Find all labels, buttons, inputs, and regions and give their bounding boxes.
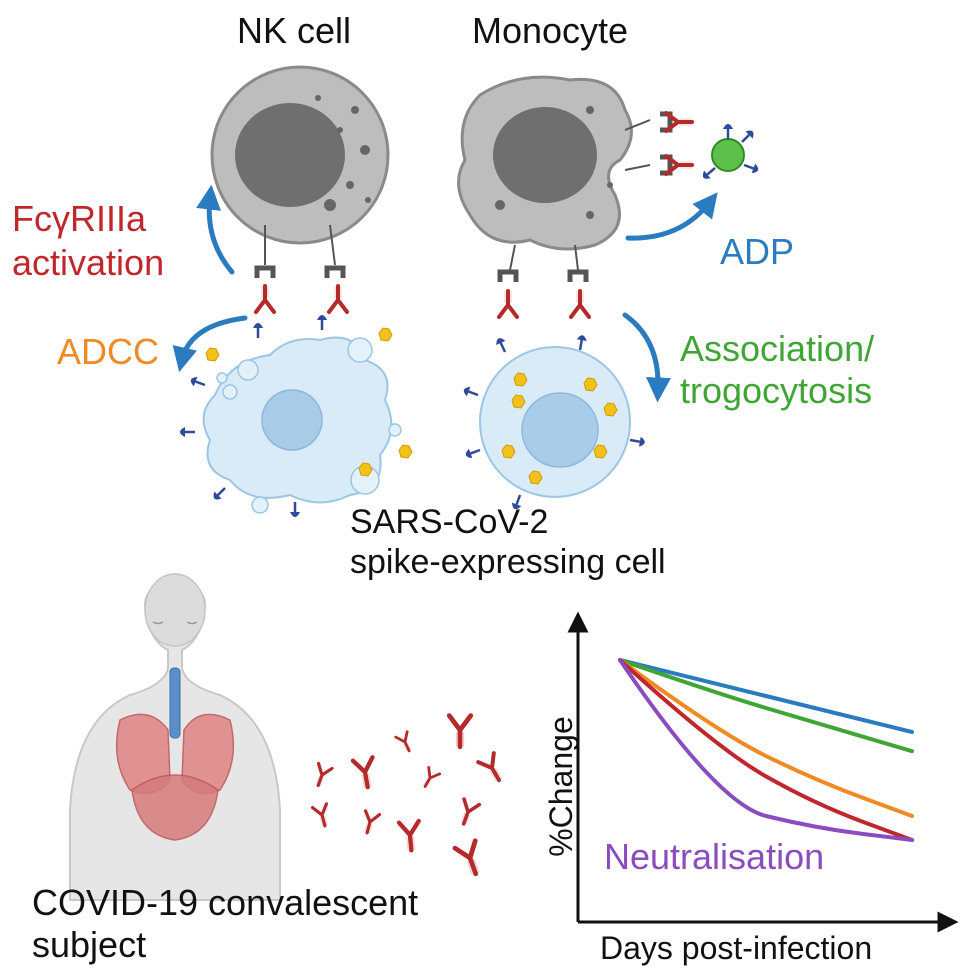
nk-cell-label: NK cell — [237, 10, 352, 51]
monocyte — [457, 75, 633, 251]
y-axis-label: %Change — [543, 716, 580, 857]
free-antibodies — [309, 716, 509, 878]
fcgr-label-line1: FcγRIIIa — [12, 198, 147, 239]
series-line-5 — [618, 658, 914, 842]
lysing-target-cell — [178, 313, 413, 519]
series-line-1 — [618, 658, 914, 734]
adcc-label: ADCC — [57, 331, 160, 372]
nk-fc-receptors — [254, 224, 349, 314]
monocyte-label: Monocyte — [472, 10, 629, 51]
subject-label-line1: COVID-19 convalescent — [32, 882, 419, 923]
line-chart — [567, 611, 959, 933]
monocyte-fc-receptors — [497, 111, 694, 319]
human-subject — [69, 573, 281, 901]
target-cell-label-line1: SARS-CoV-2 — [350, 503, 549, 541]
fcgr-label-line2: activation — [12, 242, 165, 283]
antigen-bead — [699, 122, 762, 183]
series-line-4 — [618, 658, 914, 842]
series-line-3 — [618, 658, 914, 818]
series-line-2 — [618, 658, 914, 754]
subject-label-line2: subject — [32, 924, 147, 965]
target-cell-label-line2: spike-expressing cell — [350, 543, 666, 581]
x-axis-label: Days post-infection — [600, 930, 873, 966]
association-label-line1: Association/ — [680, 328, 875, 369]
spike-expressing-target-cell — [460, 333, 647, 513]
blue-arrows — [172, 184, 718, 403]
association-label-line2: trogocytosis — [680, 370, 873, 411]
neutralisation-label: Neutralisation — [604, 836, 825, 877]
adp-label: ADP — [720, 231, 795, 272]
nk-cell — [210, 65, 390, 245]
